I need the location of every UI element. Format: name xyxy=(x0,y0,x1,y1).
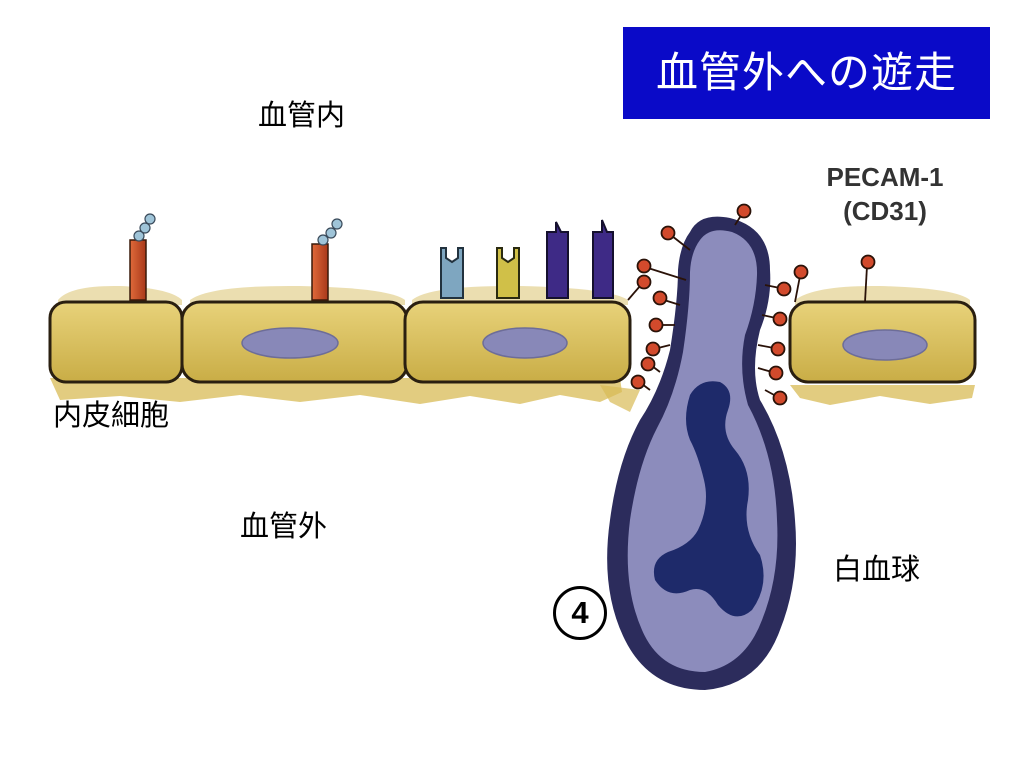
slide-title: 血管外への遊走 xyxy=(623,27,990,119)
pecam-molecules xyxy=(627,203,876,406)
integrin-purple-2 xyxy=(592,219,614,299)
basement-membrane xyxy=(50,378,975,412)
pecam-alias: (CD31) xyxy=(843,196,927,226)
pecam-name: PECAM-1 xyxy=(826,162,944,192)
lumen-label: 血管内 xyxy=(258,98,346,132)
cell-nucleus xyxy=(842,329,928,361)
leukocyte xyxy=(607,216,796,690)
adhesion-receptor-yellow xyxy=(496,247,520,299)
adhesion-receptor-blue xyxy=(440,247,464,299)
pecam-label: PECAM-1 (CD31) xyxy=(790,160,980,228)
leukocyte-nucleus xyxy=(653,381,764,617)
endothelial-cell-1 xyxy=(48,285,184,384)
cell-nucleus xyxy=(241,327,339,359)
step-number-badge: 4 xyxy=(553,586,607,640)
leukocyte-label: 白血球 xyxy=(833,552,921,586)
endothelial-cell-4 xyxy=(788,285,977,384)
endothelial-cell-label: 内皮細胞 xyxy=(53,398,170,432)
selectin-molecule-1 xyxy=(129,213,156,301)
endothelial-cell-2 xyxy=(180,285,409,384)
integrin-purple-1 xyxy=(546,221,569,299)
cell-nucleus xyxy=(482,327,568,359)
selectin-molecule-2 xyxy=(311,218,343,301)
endothelial-cell-3 xyxy=(403,285,632,384)
extravascular-label: 血管外 xyxy=(240,509,328,543)
